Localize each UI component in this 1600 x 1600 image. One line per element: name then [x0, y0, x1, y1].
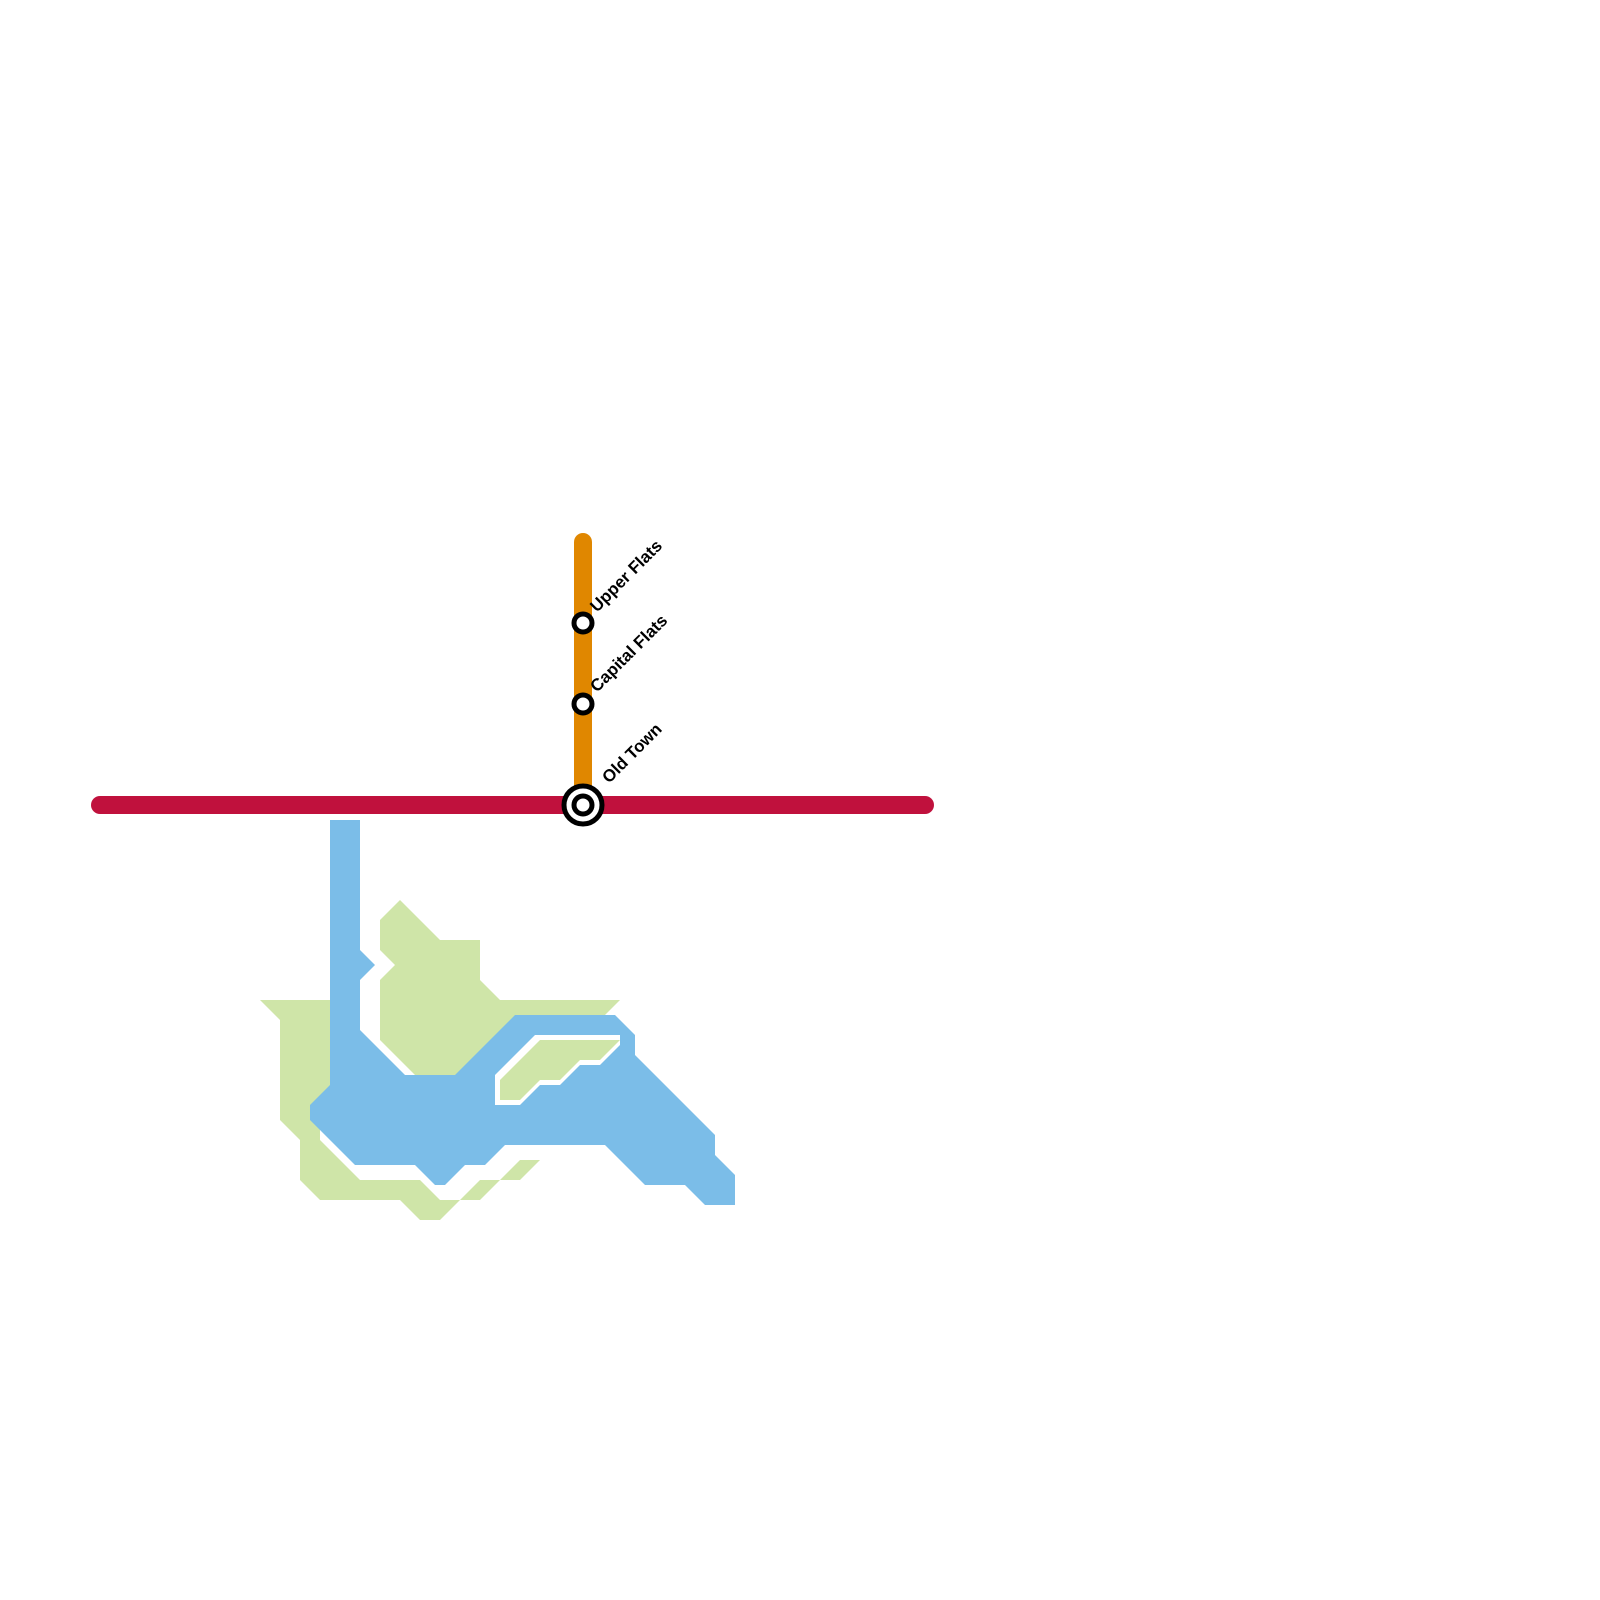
- park-area: [500, 1040, 620, 1100]
- river: [310, 820, 735, 1205]
- park-area: [220, 1000, 540, 1220]
- station-marker[interactable]: [571, 692, 595, 716]
- park-area: [380, 900, 620, 1080]
- lines-layer: [91, 533, 934, 814]
- station-label: Capital Flats: [586, 611, 671, 696]
- station-label: Old Town: [598, 720, 665, 787]
- station-label: Upper Flats: [586, 536, 666, 616]
- parks-layer: [220, 900, 620, 1220]
- station-marker[interactable]: [571, 611, 595, 635]
- water-layer: [310, 820, 735, 1205]
- interchange-marker-inner: [571, 793, 595, 817]
